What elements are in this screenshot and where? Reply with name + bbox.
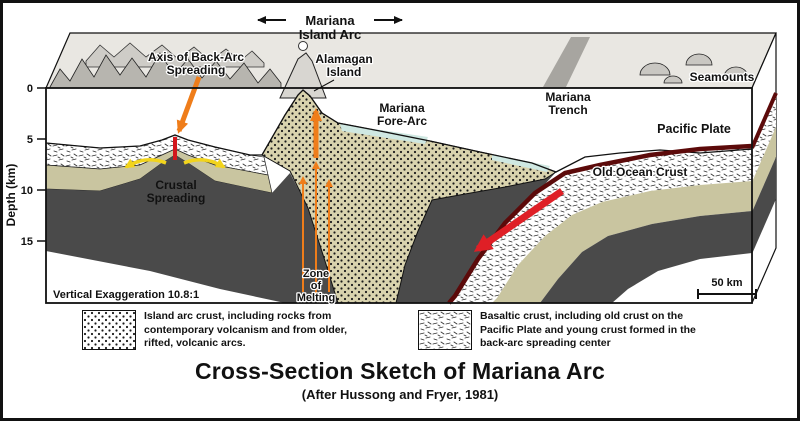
legend: Island arc crust, including rocks from c…	[3, 310, 797, 351]
legend-item-island-arc-crust: Island arc crust, including rocks from c…	[82, 310, 362, 351]
right-face-old-crust-line	[750, 92, 778, 149]
axis-spreading-arrow	[176, 76, 202, 134]
trench-top-face-shadow	[543, 37, 590, 87]
mariana-trench-label: Mariana	[545, 90, 591, 104]
seamount-dome	[639, 62, 671, 76]
slab-mantle-region	[540, 211, 752, 303]
trench-wall-teal	[492, 154, 550, 172]
arc-label: Mariana	[305, 13, 355, 28]
volcano-plume-icon	[298, 41, 308, 51]
alamagan-pointer-line	[313, 79, 335, 92]
legend-text-island-arc-crust: Island arc crust, including rocks from c…	[144, 310, 348, 350]
seafloor-terrain-line	[45, 89, 753, 173]
scale-bar-label: 50 km	[711, 277, 742, 289]
depth-axis-label: Depth (km)	[4, 164, 18, 227]
crustal-spreading-label: Crustal	[155, 178, 196, 192]
seamount-dome	[685, 53, 713, 66]
depth-tick-label: 10	[21, 185, 33, 197]
crustal-spreading-arrow-right	[183, 158, 226, 169]
fore-arc-label: Fore-Arc	[377, 114, 427, 128]
legend-item-basaltic-crust: Basaltic crust, including old crust on t…	[418, 310, 718, 351]
old-ocean-crust-line	[447, 143, 753, 305]
zone-of-melting-label: Zone	[303, 268, 329, 280]
right-face-mantle-band	[752, 157, 776, 254]
axis-back-arc-label: Spreading	[167, 63, 226, 77]
axis-back-arc-label: Axis of Back-Arc	[148, 50, 244, 64]
back-arc-ridge-front	[49, 52, 282, 89]
volcano-cone	[279, 52, 327, 99]
figure-subtitle: (After Hussong and Fryer, 1981)	[301, 386, 499, 402]
seamount-dome	[663, 75, 683, 84]
zone-of-melting-label: of	[311, 280, 322, 292]
zone-of-melting-label: Melting	[297, 292, 336, 304]
island-arc-crust-swatch	[82, 310, 136, 350]
seamount-dome	[723, 66, 749, 78]
slab-olive-layer-region	[492, 181, 752, 303]
mantle-left-region	[46, 155, 338, 303]
vertical-exaggeration-label: Vertical Exaggeration 10.8:1	[53, 289, 199, 301]
depth-tick-label: 5	[27, 134, 33, 146]
right-face-olive-band	[752, 127, 776, 212]
pacific-plate-label: Pacific Plate	[657, 122, 731, 136]
depth-tick-label: 0	[27, 83, 33, 95]
old-ocean-crust-label: Old Ocean Crust	[593, 165, 688, 179]
alamagan-island-label: Island	[327, 65, 362, 79]
legend-text-basaltic-crust: Basaltic crust, including old crust on t…	[480, 310, 696, 350]
depth-tick-label: 15	[21, 236, 33, 248]
figure-title: Cross-Section Sketch of Mariana Arc	[194, 357, 606, 384]
crustal-spreading-arrow-left	[124, 158, 167, 169]
cross-section-diagram: 0 5 10 15 Depth (km) Mariana Island Arc …	[4, 13, 778, 305]
crustal-spreading-label: Spreading	[147, 191, 206, 205]
forearc-shelf-teal	[340, 124, 428, 144]
arc-label: Island Arc	[299, 27, 361, 42]
alamagan-island-label: Alamagan	[315, 52, 372, 66]
mariana-trench-label: Trench	[548, 103, 587, 117]
seamounts-label: Seamounts	[690, 70, 755, 84]
slab-basaltic-crust-region	[451, 148, 752, 303]
subduction-arrow	[473, 188, 564, 252]
basaltic-crust-swatch	[418, 310, 472, 350]
box-front-outline	[45, 87, 753, 304]
right-face-crust-band	[752, 95, 776, 182]
fore-arc-label: Mariana	[379, 101, 425, 115]
